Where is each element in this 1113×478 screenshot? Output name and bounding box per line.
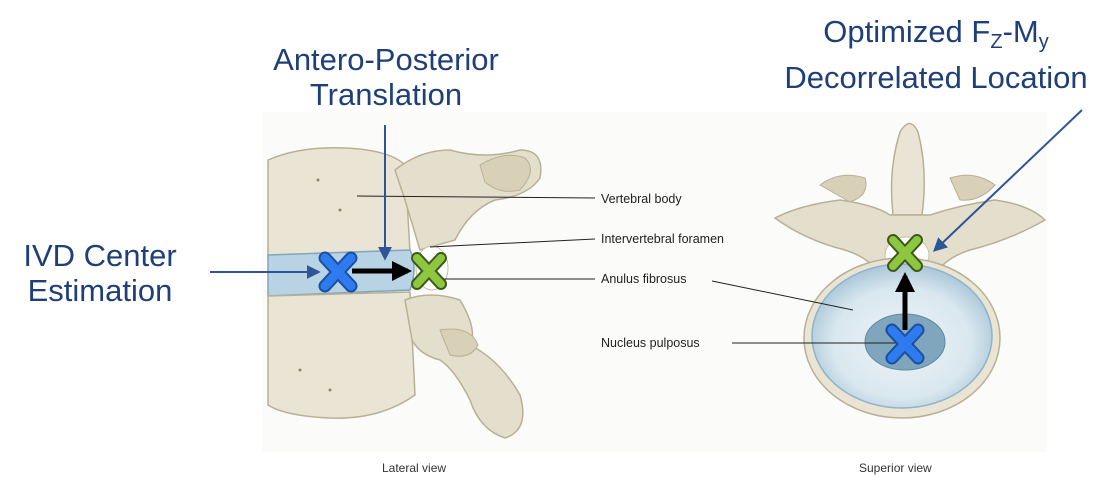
superior-view-caption: Superior view [859,461,932,475]
ivd-center-label: IVD Center Estimation [2,238,198,308]
optimized-line1: Optimized FZ-My [760,14,1112,60]
antero-posterior-line2: Translation [245,77,527,112]
optimized-line2: Decorrelated Location [760,60,1112,95]
ivd-center-line2: Estimation [2,273,198,308]
vertebral-body-label: Vertebral body [601,192,682,206]
optimized-location-label: Optimized FZ-My Decorrelated Location [760,14,1112,95]
antero-posterior-label: Antero-Posterior Translation [245,42,527,112]
lower-vertebral-body [268,292,415,418]
nucleus-pulposus-label: Nucleus pulposus [601,336,700,350]
upper-vertebral-body [268,148,410,258]
antero-posterior-line1: Antero-Posterior [245,42,527,77]
anulus-fibrosus-label: Anulus fibrosus [601,272,686,286]
intervertebral-foramen-label: Intervertebral foramen [601,232,724,246]
ivd-center-line1: IVD Center [2,238,198,273]
lateral-view-caption: Lateral view [382,461,446,475]
